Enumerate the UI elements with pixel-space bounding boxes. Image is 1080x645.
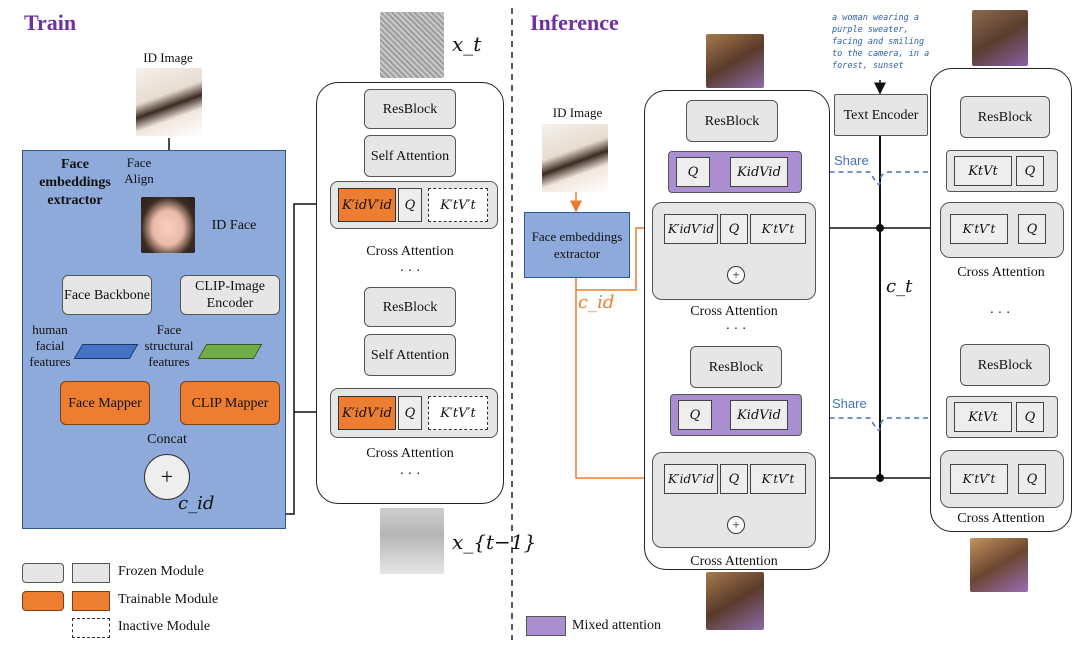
mixed-resblock-1: ResBlock	[686, 100, 778, 142]
legend-frozen-swatch-2	[72, 563, 110, 583]
train-self-attention-1: Self Attention	[364, 135, 456, 177]
c-t-label: c_t	[886, 276, 913, 297]
legend-trainable-label: Trainable Module	[118, 592, 219, 607]
train-cross-attention-label-1: Cross Attention	[366, 244, 454, 259]
train-ellipsis-1: · · ·	[399, 264, 421, 279]
inference-output-image-bottom	[706, 572, 764, 630]
text-prompt: a woman wearing a purple sweater, facing…	[832, 13, 930, 71]
train-c-id-label: c_id	[178, 493, 214, 514]
mixed-q-2: Q	[678, 400, 712, 430]
inference-id-image-label: ID Image	[552, 105, 603, 120]
train-resblock-2: ResBlock	[364, 287, 456, 327]
text-ca1-kv-t: K′tV′t	[950, 214, 1008, 244]
legend-mixed-swatch	[526, 616, 566, 636]
x-t-noisy-image	[380, 12, 444, 78]
mixed-ca2-kv-id: K′idV′id	[664, 464, 718, 494]
legend-mixed-label: Mixed attention	[572, 618, 662, 633]
mixed-kv-id-2: KidVid	[730, 400, 788, 430]
mixed-resblock-2: ResBlock	[690, 346, 782, 388]
mixed-kv-id-1: KidVid	[730, 157, 788, 187]
train-self-attention-2: Self Attention	[364, 334, 456, 376]
mixed-ca1-kv-id: K′idV′id	[664, 214, 718, 244]
mixed-cross-attention-label-1: Cross Attention	[690, 304, 778, 319]
train-id-image-label: ID Image	[143, 50, 193, 65]
text-q-1: Q	[1016, 156, 1044, 186]
inference-output-image-top	[706, 34, 764, 88]
x-t-label: x_t	[452, 32, 482, 56]
text-ca2-kv-t: K′tV′t	[950, 464, 1008, 494]
concat-plus-node: +	[144, 454, 190, 500]
train-q-1: Q	[398, 188, 422, 222]
text-unet-output-bottom	[970, 538, 1028, 592]
clip-image-encoder-box: CLIP-Image Encoder	[180, 275, 280, 315]
train-ellipsis-2: · · ·	[399, 467, 421, 482]
text-ca1-q: Q	[1018, 214, 1046, 244]
train-kv-t-inactive-2: K′tV′t	[428, 396, 488, 430]
legend-inactive-label: Inactive Module	[118, 619, 211, 634]
text-resblock-1: ResBlock	[960, 96, 1050, 138]
mixed-cross-attention-label-2: Cross Attention	[690, 554, 778, 569]
text-kv-t-1: KtVt	[954, 156, 1012, 186]
train-title: Train	[24, 10, 77, 35]
extractor-title: Face embeddings extractor	[39, 157, 111, 208]
text-cross-attention-label-1: Cross Attention	[957, 265, 1045, 280]
train-resblock-1: ResBlock	[364, 89, 456, 129]
legend-frozen-label: Frozen Module	[118, 564, 204, 579]
id-face-photo	[141, 197, 195, 253]
legend-trainable-swatch-2	[72, 591, 110, 611]
face-mapper-box: Face Mapper	[60, 381, 150, 425]
mixed-ca1-plus: +	[727, 266, 745, 284]
mixed-ca2-q: Q	[720, 464, 748, 494]
inference-extractor-box: Face embeddings extractor	[524, 212, 630, 278]
train-c-id-text: c_id	[178, 493, 215, 514]
concat-label: Concat	[147, 432, 187, 447]
x-t-minus-1-image	[380, 508, 444, 574]
share-label-2: Share	[832, 396, 867, 411]
inference-id-image-photo	[542, 124, 608, 192]
text-unet-output-top	[972, 10, 1028, 66]
clip-mapper-box: CLIP Mapper	[180, 381, 280, 425]
mixed-ca1-kv-t: K′tV′t	[750, 214, 806, 244]
text-kv-t-2: KtVt	[954, 402, 1012, 432]
share-label-1: Share	[834, 153, 869, 168]
train-id-image-photo	[136, 68, 202, 136]
mixed-ellipsis: · · ·	[725, 322, 747, 337]
human-facial-features-tensor	[73, 344, 139, 359]
train-kv-t-inactive-1: K′tV′t	[428, 188, 488, 222]
text-ellipsis: · · ·	[989, 306, 1011, 321]
legend-inactive-swatch	[72, 618, 110, 638]
face-backbone-box: Face Backbone	[62, 275, 152, 315]
train-q-2: Q	[398, 396, 422, 430]
inference-c-id-label: c_id	[578, 292, 615, 313]
text-cross-attention-label-2: Cross Attention	[957, 511, 1045, 526]
text-ca2-q: Q	[1018, 464, 1046, 494]
inference-title: Inference	[530, 10, 619, 35]
mixed-ca2-plus: +	[727, 516, 745, 534]
human-facial-features-label: human facial features	[29, 322, 71, 369]
legend-trainable-swatch-1	[22, 591, 64, 611]
face-structural-features-tensor	[197, 344, 263, 359]
train-kv-id-2: K′idV′id	[338, 396, 396, 430]
train-cross-attention-label-2: Cross Attention	[366, 446, 454, 461]
face-align-label: Face Align	[124, 155, 154, 186]
train-kv-id-1: K′idV′id	[338, 188, 396, 222]
text-resblock-2: ResBlock	[960, 344, 1050, 386]
mixed-ca1-q: Q	[720, 214, 748, 244]
face-structural-features-label: Face structural features	[144, 322, 194, 369]
x-t-minus-1-label: x_{t−1}	[452, 530, 537, 554]
mixed-q-1: Q	[676, 157, 710, 187]
id-face-label: ID Face	[211, 218, 257, 233]
legend-frozen-swatch-1	[22, 563, 64, 583]
text-q-2: Q	[1016, 402, 1044, 432]
mixed-ca2-kv-t: K′tV′t	[750, 464, 806, 494]
text-encoder-box: Text Encoder	[834, 94, 928, 136]
